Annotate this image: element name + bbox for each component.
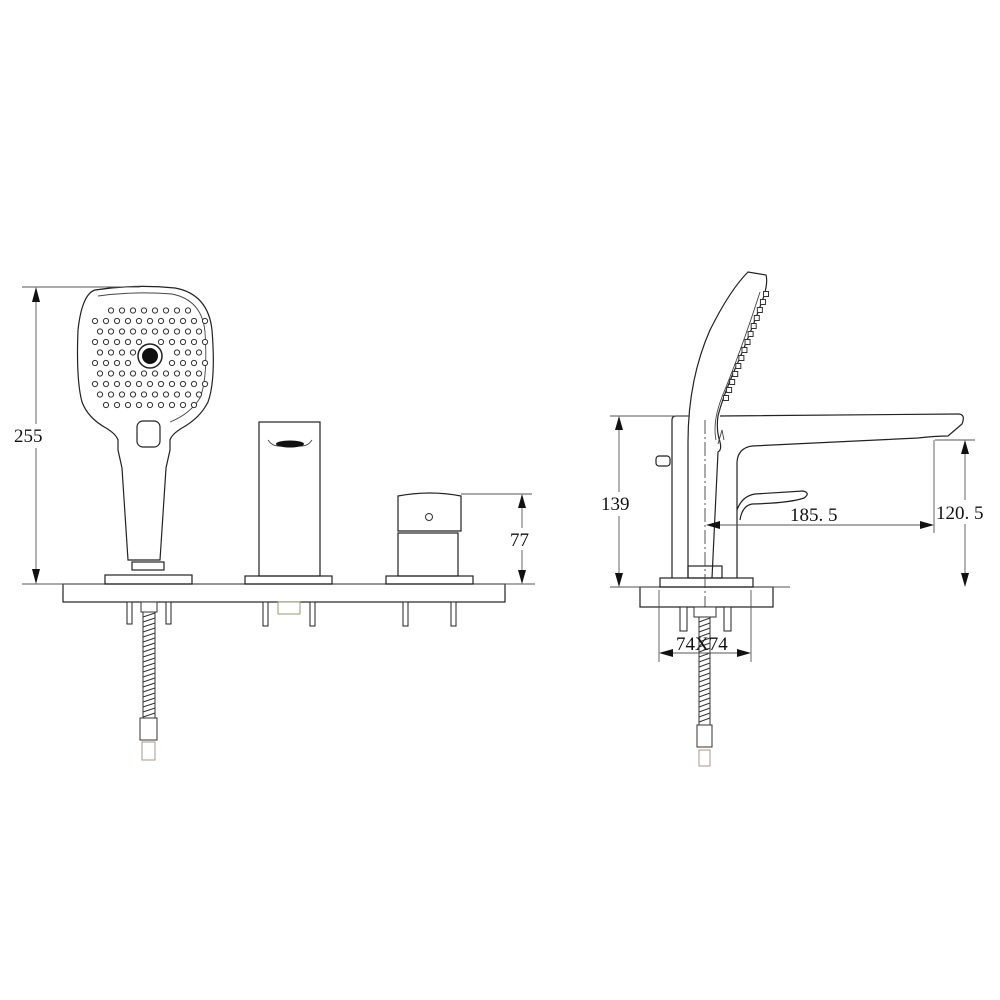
dim-74x74-label: 74X74 bbox=[676, 634, 728, 655]
dimension-base-size: 74X74 bbox=[658, 590, 752, 662]
dim-77-label: 77 bbox=[510, 530, 529, 551]
side-spray-nozzles bbox=[723, 291, 769, 401]
dim-255-label: 255 bbox=[14, 426, 43, 447]
flexible-hose-side bbox=[696, 616, 713, 767]
mounting-screws bbox=[126, 601, 457, 627]
dimension-spout-height: 139 bbox=[600, 415, 690, 587]
flexible-hose bbox=[139, 601, 158, 761]
spray-nozzles bbox=[91, 307, 209, 409]
spout-side bbox=[655, 413, 964, 578]
dimension-mixer-height: 77 bbox=[461, 493, 536, 584]
dim-185-5-label: 185. 5 bbox=[790, 505, 838, 526]
front-view: 255 77 bbox=[14, 285, 536, 761]
deck-plate bbox=[62, 583, 506, 603]
side-view: 139 120. 5 185. 5 74X74 bbox=[600, 271, 994, 767]
dim-120-5-label: 120. 5 bbox=[936, 503, 984, 524]
hand-shower bbox=[76, 285, 214, 585]
dimension-outlet-height: 120. 5 bbox=[934, 439, 994, 587]
bath-spout bbox=[244, 421, 333, 585]
dim-139-label: 139 bbox=[601, 494, 630, 515]
deck-plate-side bbox=[639, 586, 774, 608]
dimension-spout-reach: 185. 5 bbox=[706, 440, 935, 533]
mixer-handle bbox=[385, 492, 474, 585]
hand-shower-side bbox=[687, 271, 769, 579]
dimension-overall-height: 255 bbox=[14, 286, 140, 584]
